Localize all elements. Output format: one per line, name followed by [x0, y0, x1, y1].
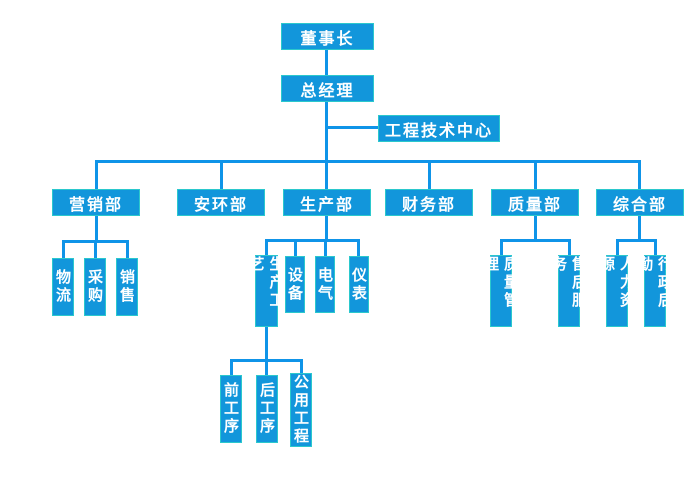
connector-line [325, 49, 328, 76]
node-quality-management: 质量管理 [482, 255, 520, 327]
connector-line [638, 161, 641, 189]
node-engineering-center: 工程技术中心 [378, 115, 500, 142]
connector-line [325, 101, 328, 161]
connector-line [265, 327, 268, 361]
connector-line [95, 160, 641, 163]
connector-line [300, 361, 303, 375]
node-human-resources: 人力资源 [598, 255, 636, 327]
node-after-sales-service: 售后服务 [550, 255, 588, 327]
node-back-process: 后工序 [256, 375, 278, 443]
connector-line [325, 216, 328, 241]
connector-line [616, 241, 619, 255]
node-electrical: 电气 [315, 256, 335, 313]
node-logistics: 物流 [52, 258, 74, 316]
connector-line [324, 241, 327, 256]
connector-line [327, 126, 378, 129]
node-procurement: 采购 [84, 258, 106, 316]
connector-line [126, 242, 129, 258]
node-utility-engineering: 公用工程 [290, 373, 312, 447]
node-general-manager: 总经理 [281, 75, 374, 102]
node-dept-safety-environment: 安环部 [177, 189, 265, 216]
connector-line [325, 161, 328, 189]
node-dept-production: 生产部 [283, 189, 371, 216]
node-chairman: 董事长 [281, 23, 374, 50]
connector-line [94, 242, 97, 258]
connector-line [534, 161, 537, 189]
connector-line [654, 241, 657, 255]
node-admin-logistics: 行政后勤 [636, 255, 674, 327]
connector-line [95, 161, 98, 189]
connector-line [62, 242, 65, 258]
connector-line [357, 241, 360, 256]
connector-line [568, 241, 571, 255]
node-sales: 销售 [116, 258, 138, 316]
connector-line [95, 216, 98, 242]
node-dept-general-affairs: 综合部 [596, 189, 684, 216]
node-front-process: 前工序 [220, 375, 242, 443]
node-instrumentation: 仪表 [349, 256, 369, 313]
connector-line [534, 216, 537, 241]
connector-line [62, 240, 129, 243]
connector-line [265, 241, 268, 256]
connector-line [428, 161, 431, 189]
connector-line [230, 359, 303, 362]
connector-line [500, 239, 571, 242]
node-production-process: 生产工艺 [248, 255, 286, 327]
node-dept-marketing: 营销部 [52, 189, 140, 216]
connector-line [220, 161, 223, 189]
connector-line [294, 241, 297, 256]
node-dept-quality: 质量部 [491, 189, 579, 216]
node-equipment: 设备 [285, 256, 305, 313]
connector-line [616, 239, 657, 242]
connector-line [265, 361, 268, 375]
connector-line [230, 361, 233, 375]
connector-line [265, 239, 360, 242]
connector-line [500, 241, 503, 255]
connector-line [638, 216, 641, 241]
node-dept-finance: 财务部 [385, 189, 473, 216]
